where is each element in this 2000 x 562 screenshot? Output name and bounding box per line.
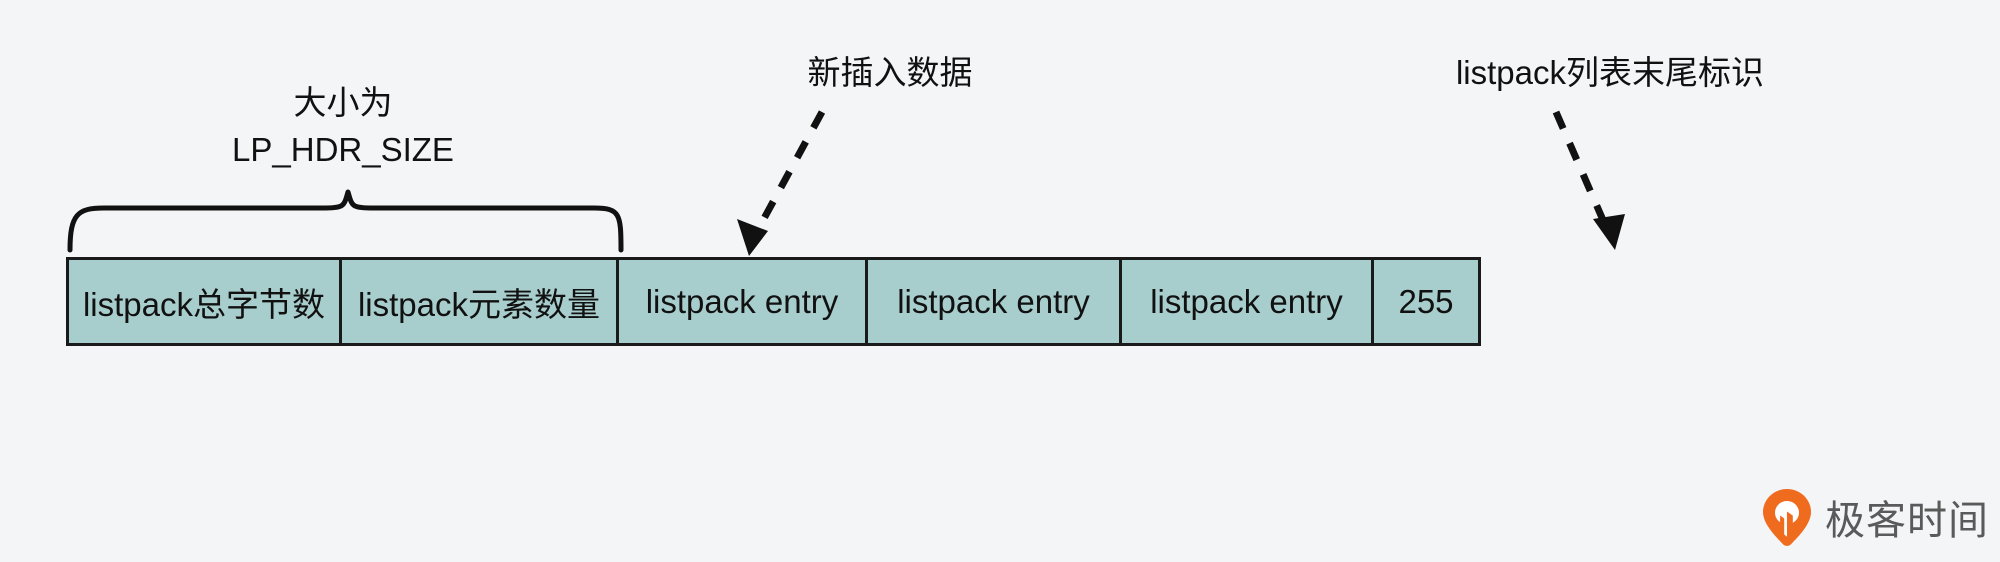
listpack-element-count-cell: listpack元素数量 — [342, 260, 619, 343]
listpack-end-marker-label: listpack列表末尾标识 — [1455, 54, 1765, 91]
geekbang-logo-icon — [1763, 489, 1811, 546]
listpack-entry-cell-3: listpack entry — [1122, 260, 1374, 343]
watermark-text: 极客时间 — [1825, 498, 1989, 544]
new-inserted-data-label: 新插入数据 — [807, 54, 973, 91]
lp-hdr-size-label: 大小为 LP_HDR_SIZE — [178, 80, 508, 174]
watermark: 极客时间 — [1761, 487, 1989, 547]
lp-hdr-size-label-line1: 大小为 — [293, 84, 393, 121]
tail-marker-arrow — [1552, 110, 1625, 250]
listpack-structure-table: listpack总字节数 listpack元素数量 listpack entry… — [66, 257, 1481, 346]
insert-arrow — [737, 110, 826, 256]
lp-hdr-size-brace — [67, 189, 624, 253]
lp-hdr-size-label-line2: LP_HDR_SIZE — [232, 130, 454, 168]
listpack-total-bytes-cell: listpack总字节数 — [69, 260, 342, 343]
listpack-end-byte-cell: 255 — [1374, 260, 1478, 343]
listpack-entry-cell-2: listpack entry — [868, 260, 1122, 343]
listpack-entry-cell-1: listpack entry — [619, 260, 868, 343]
